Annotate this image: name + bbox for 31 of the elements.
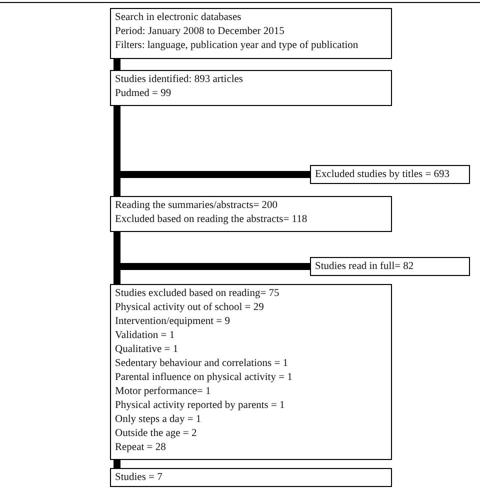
box-text: Studies identified: 893 articles: [115, 73, 244, 87]
connector-bar: [114, 460, 120, 468]
box-text: Outside the age = 2: [115, 427, 198, 441]
box-text: Motor performance= 1: [115, 385, 212, 399]
process-box: [110, 284, 392, 460]
box-text: Intervention/equipment = 9: [115, 315, 231, 329]
process-box: [310, 257, 470, 276]
box-text: Physical activity out of school = 29: [115, 301, 265, 315]
box-text: Physical activity reported by parents = 1: [115, 399, 286, 413]
box-text: Only steps a day = 1: [115, 413, 202, 427]
box-text: Search in electronic databases: [115, 11, 242, 25]
process-box: [110, 8, 392, 59]
box-text: Sedentary behaviour and correlations = 1: [115, 357, 289, 371]
box-text: Period: January 2008 to December 2015: [115, 25, 286, 39]
box-text: Filters: language, publication year and type of publication: [115, 39, 360, 53]
box-text: Excluded based on reading the abstracts= 118: [115, 213, 308, 227]
process-box: [110, 70, 392, 106]
box-text: Validation = 1: [115, 329, 176, 343]
box-text: Repeat = 28: [115, 441, 167, 455]
process-box: [310, 165, 470, 184]
box-text: Studies excluded based on reading= 75: [115, 287, 280, 301]
box-text: Reading the summaries/abstracts= 200: [115, 199, 279, 213]
box-text: Parental influence on physical activity = 1: [115, 371, 294, 385]
process-box: [110, 196, 392, 232]
box-text: Pudmed = 99: [115, 87, 172, 101]
box-text: Excluded studies by titles = 693: [315, 168, 451, 182]
box-text: Qualitative = 1: [115, 343, 180, 357]
process-box: [110, 468, 392, 487]
box-text: Studies read in full= 82: [315, 260, 415, 274]
box-text: Studies = 7: [115, 471, 164, 485]
connector-bar: [114, 59, 120, 70]
